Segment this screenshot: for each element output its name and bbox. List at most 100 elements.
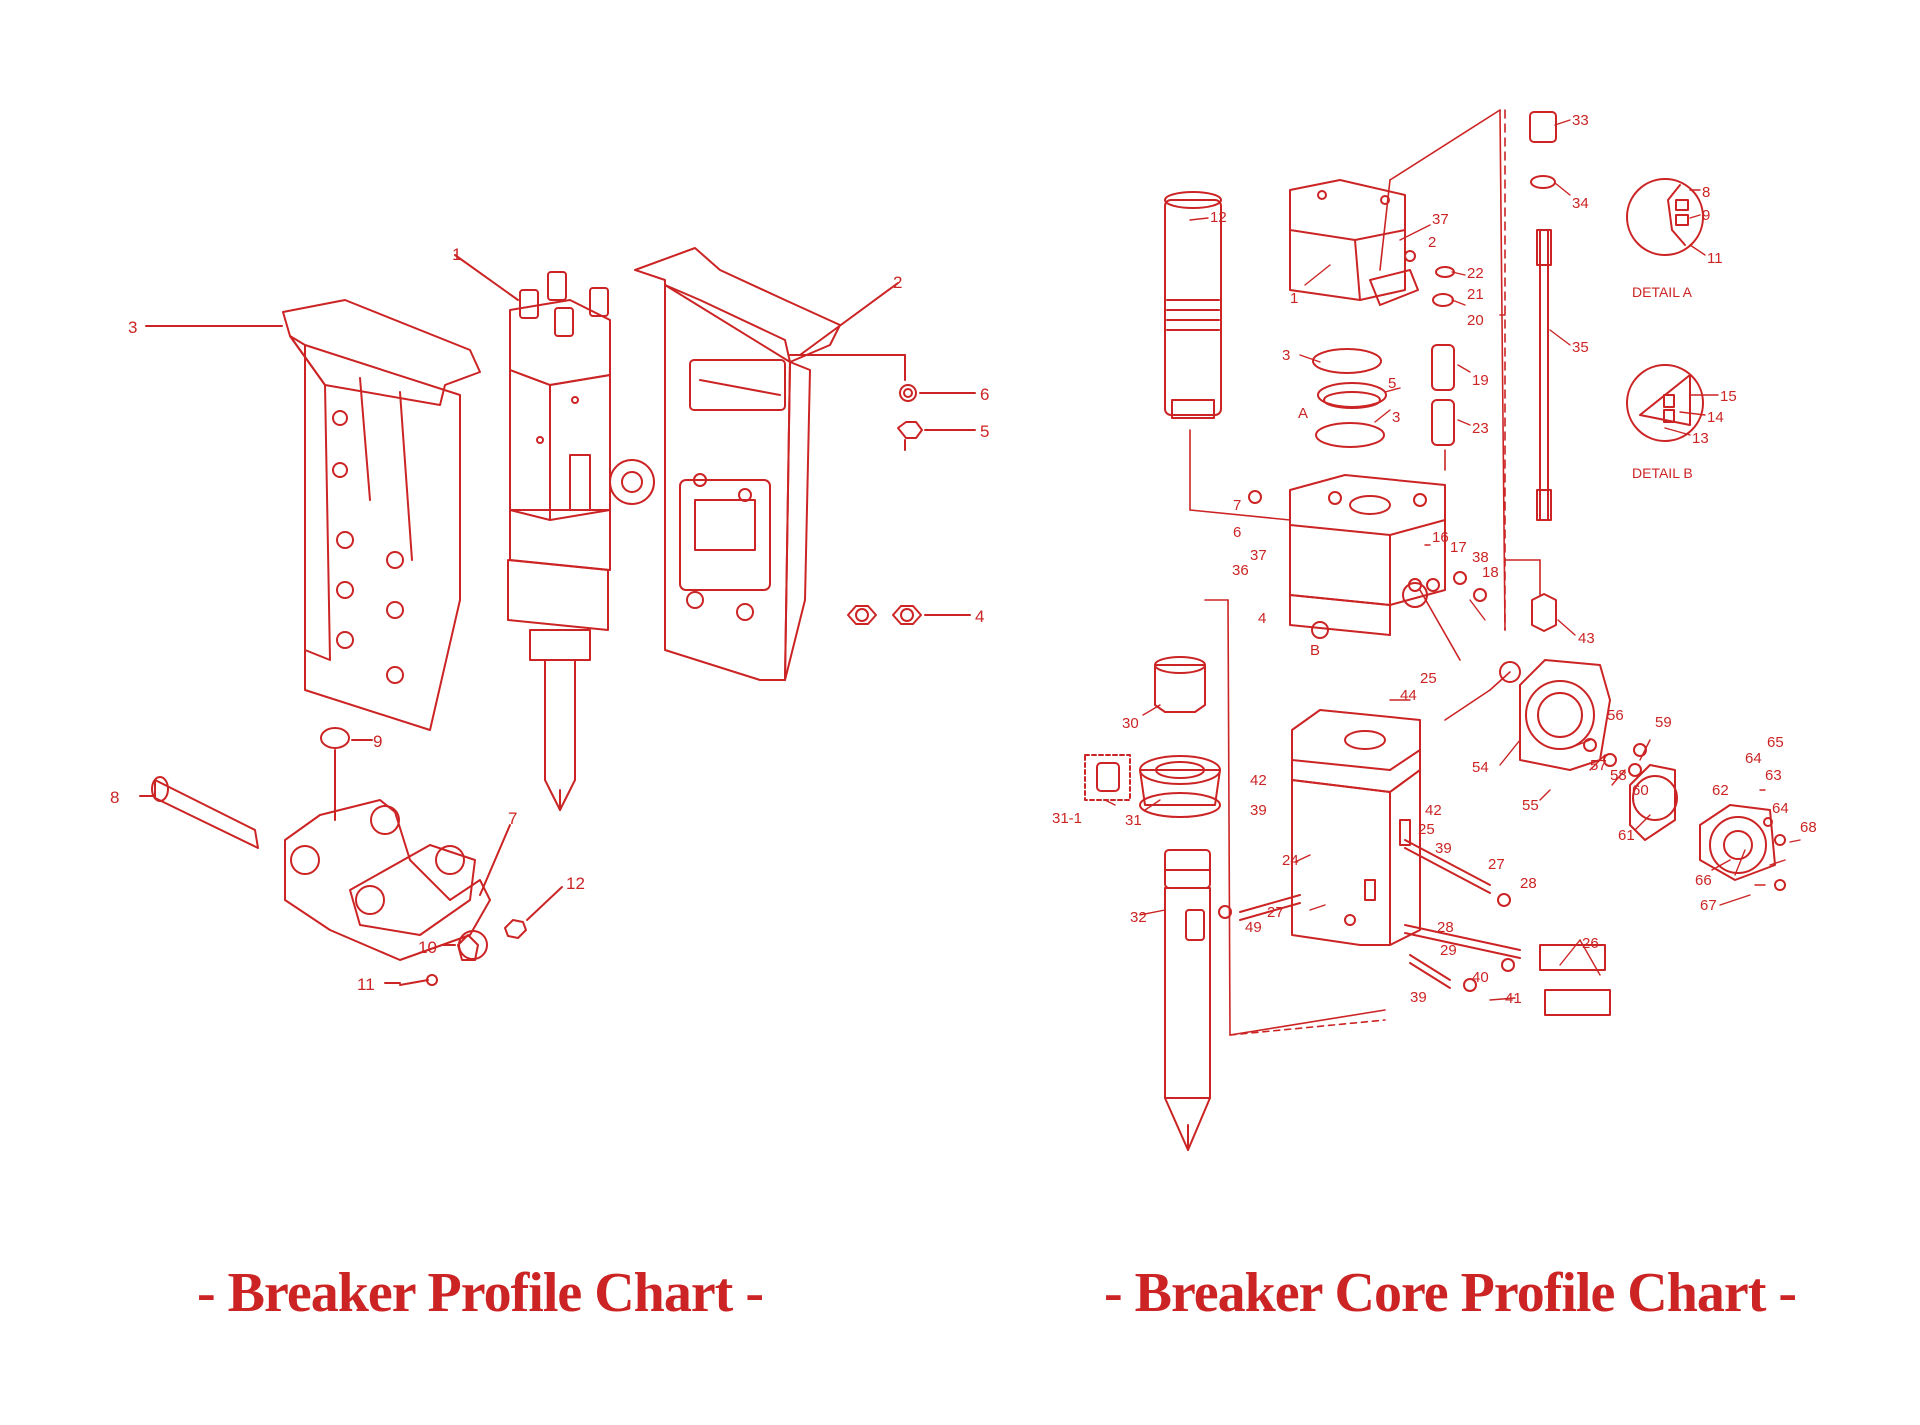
callout-label: 40 xyxy=(1472,969,1489,986)
callout-label: 28 xyxy=(1437,919,1454,936)
callout-label: 59 xyxy=(1655,714,1672,731)
core-cylinder-block-4 xyxy=(1289,474,1446,639)
callout-label: 41 xyxy=(1505,990,1522,1007)
callout-label: 34 xyxy=(1572,195,1589,212)
callout-label: 31 xyxy=(1125,812,1142,829)
callout-label: 37 xyxy=(1250,547,1267,564)
callout-label: 6 xyxy=(980,385,989,404)
callout-label: 64 xyxy=(1745,750,1762,767)
callout-label: 25 xyxy=(1418,821,1435,838)
core-detail-views xyxy=(1626,178,1704,442)
callout-label: 37 xyxy=(1432,211,1449,228)
callout-label: 64 xyxy=(1772,800,1789,817)
breaker-core-profile-caption: - Breaker Core Profile Chart - xyxy=(1103,1262,1797,1324)
callout-label: 43 xyxy=(1578,630,1595,647)
callout-label: 67 xyxy=(1700,897,1717,914)
callout-label: 38 xyxy=(1472,549,1489,566)
callout-label: 2 xyxy=(1428,234,1436,251)
callout-label: 49 xyxy=(1245,919,1262,936)
callout-label: 7 xyxy=(1233,497,1241,514)
core-dashed-leaders xyxy=(1189,109,1541,1036)
callout-label: 11 xyxy=(357,975,375,994)
callout-label: 3 xyxy=(1392,409,1400,426)
core-chisel-32 xyxy=(1164,849,1211,1151)
core-lower-bushings xyxy=(1084,656,1221,818)
core-callout-labels: 1 2 3 3 4 5 6 7 8 9 11 12 13 14 15 16 17… xyxy=(1052,112,1817,1007)
core-pins-and-bolts xyxy=(1218,839,1611,1016)
callout-label: 9 xyxy=(1702,207,1710,224)
left-small-parts xyxy=(847,384,976,625)
callout-label: 5 xyxy=(980,422,989,441)
callout-label: 12 xyxy=(1210,209,1227,226)
callout-label: 19 xyxy=(1472,372,1489,389)
callout-label: 3 xyxy=(128,318,137,337)
callout-label: 27 xyxy=(1488,856,1505,873)
callout-label: 42 xyxy=(1250,772,1267,789)
callout-label: 30 xyxy=(1122,715,1139,732)
left-leader-lines xyxy=(139,254,906,984)
callout-label: 42 xyxy=(1425,802,1442,819)
callout-label: 27 xyxy=(1267,904,1284,921)
callout-label: 29 xyxy=(1440,942,1457,959)
callout-label: 39 xyxy=(1435,840,1452,857)
detail-a-label: DETAIL A xyxy=(1632,284,1693,300)
callout-label: 60 xyxy=(1632,782,1649,799)
core-seal-rings xyxy=(1312,348,1387,448)
callout-label: 31-1 xyxy=(1052,810,1082,827)
callout-label: 63 xyxy=(1765,767,1782,784)
callout-label: 58 xyxy=(1610,767,1627,784)
callout-label: 35 xyxy=(1572,339,1589,356)
callout-label: 62 xyxy=(1712,782,1729,799)
callout-label: 5 xyxy=(1388,375,1396,392)
callout-label: 65 xyxy=(1767,734,1784,751)
callout-label: 1 xyxy=(1290,290,1298,307)
callout-label: 9 xyxy=(373,732,382,751)
callout-label: 4 xyxy=(975,607,984,626)
callout-label: 36 xyxy=(1232,562,1249,579)
core-long-bolt-34 xyxy=(1529,111,1557,632)
core-chisel-rod-12 xyxy=(1164,191,1222,419)
callout-label: 33 xyxy=(1572,112,1589,129)
callout-label: 13 xyxy=(1692,430,1709,447)
callout-label: 4 xyxy=(1258,610,1266,627)
callout-label: 57 xyxy=(1590,757,1607,774)
callout-label: 10 xyxy=(418,938,437,957)
core-top-cap-1 xyxy=(1289,179,1419,306)
callout-label: 8 xyxy=(1702,184,1710,201)
callout-label: 44 xyxy=(1400,687,1417,704)
callout-label: 1 xyxy=(452,245,461,264)
callout-label: 26 xyxy=(1582,935,1599,952)
callout-label: A xyxy=(1298,405,1308,422)
callout-label: 56 xyxy=(1607,707,1624,724)
callout-label: 23 xyxy=(1472,420,1489,437)
callout-label: 20 xyxy=(1467,312,1484,329)
core-valve-parts xyxy=(1248,250,1487,602)
callout-label: 24 xyxy=(1282,852,1299,869)
callout-label: 25 xyxy=(1420,670,1437,687)
callout-label: 15 xyxy=(1720,388,1737,405)
callout-label: 66 xyxy=(1695,872,1712,889)
callout-label: 3 xyxy=(1282,347,1290,364)
callout-label: 18 xyxy=(1482,564,1499,581)
callout-label: 55 xyxy=(1522,797,1539,814)
left-side-plate xyxy=(282,299,481,731)
core-front-head xyxy=(1291,709,1421,946)
detail-b-label: DETAIL B xyxy=(1632,465,1693,481)
callout-label: 28 xyxy=(1520,875,1537,892)
callout-label: 2 xyxy=(893,273,902,292)
callout-label: 8 xyxy=(110,788,119,807)
callout-label: 11 xyxy=(1707,250,1723,267)
callout-label: 6 xyxy=(1233,524,1241,541)
callout-label: 17 xyxy=(1450,539,1467,556)
left-breaker-body xyxy=(507,271,655,811)
callout-label: 7 xyxy=(508,809,517,828)
callout-label: 21 xyxy=(1467,286,1484,303)
callout-label: 61 xyxy=(1618,827,1635,844)
callout-label: 22 xyxy=(1467,265,1484,282)
callout-label: 68 xyxy=(1800,819,1817,836)
detail-view-labels: DETAIL A DETAIL B xyxy=(1632,284,1693,481)
callout-label: 12 xyxy=(566,874,585,893)
callout-label: 39 xyxy=(1250,802,1267,819)
